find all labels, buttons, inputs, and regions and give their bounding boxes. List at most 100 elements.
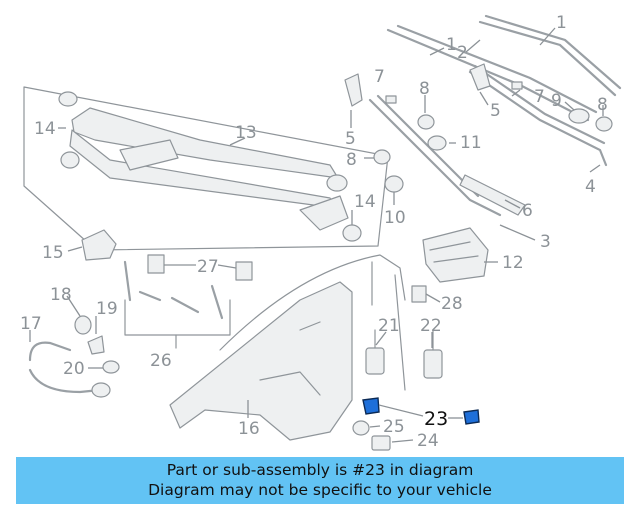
wiper-blade-right-edge: [484, 14, 622, 90]
nut-8-right: [595, 116, 613, 132]
callout-19: 19: [96, 299, 118, 319]
hose-28-branches: [371, 261, 406, 391]
washer-reservoir: [169, 281, 353, 441]
hose-segment-d: [210, 284, 224, 320]
wiper-motor-group: [422, 227, 489, 283]
nozzle-19: [87, 335, 105, 355]
hose-17-end: [91, 382, 111, 398]
callout-13: 13: [235, 123, 257, 143]
cap-20: [102, 360, 120, 374]
leader-18: [66, 295, 81, 317]
callout-9: 9: [551, 91, 562, 111]
callout-7a: 7: [374, 67, 385, 87]
clip-15: [81, 229, 117, 261]
leader-1b: [429, 47, 445, 56]
callout-17: 17: [20, 314, 42, 334]
leader-25: [369, 425, 381, 428]
callout-14a: 14: [34, 119, 56, 139]
grommet-mid-left: [60, 151, 80, 169]
wiper-blade-right: [478, 20, 617, 97]
wiper-arms-group: [344, 14, 622, 217]
wiper-blade-left-edge: [396, 24, 598, 114]
wiper-frame-bracket: [119, 139, 179, 171]
hose-17-lower: [28, 368, 102, 394]
leader-4: [589, 164, 601, 173]
disclaimer-banner: Part or sub-assembly is #23 in diagram D…: [16, 457, 624, 504]
hose-17: [28, 341, 72, 362]
jet-27-left: [147, 254, 165, 274]
callout-21: 21: [378, 316, 400, 336]
part-23-leader-left: [378, 404, 424, 417]
hose-28: [219, 254, 406, 351]
wiper-arm-plate: [459, 174, 526, 216]
callout-11: 11: [460, 133, 482, 153]
jet-27-right: [235, 261, 253, 281]
grommet-bottom-right: [342, 224, 362, 242]
callout-4: 4: [585, 177, 596, 197]
callout-28: 28: [441, 294, 463, 314]
exploded-parts-diagram: 23 1 1 2: [20, 13, 622, 451]
pump-21: [365, 347, 385, 375]
leader-21: [375, 331, 387, 346]
hose-segment-c: [170, 296, 200, 314]
leader-13: [229, 137, 246, 146]
pump-22: [423, 349, 443, 379]
callout-10: 10: [384, 208, 406, 228]
washer-pumps-group: [352, 329, 443, 451]
wiper-arm-right-edge: [473, 64, 606, 145]
leader-5b: [479, 91, 489, 106]
callout-6: 6: [522, 201, 533, 221]
sensor-24: [371, 435, 391, 451]
callout-14b: 14: [354, 192, 376, 212]
callout-27: 27: [197, 257, 219, 277]
clip-7-right: [511, 81, 523, 90]
wiper-motor: [422, 227, 489, 283]
callout-16: 16: [238, 419, 260, 439]
leader-28: [425, 293, 441, 303]
callout-3: 3: [540, 232, 551, 252]
disclaimer-line-2: Diagram may not be specific to your vehi…: [148, 481, 492, 499]
leader-15: [67, 246, 83, 252]
callout-8c: 8: [597, 95, 608, 115]
grommet-11: [427, 135, 447, 151]
callout-25: 25: [383, 417, 405, 437]
clip-7-left: [385, 95, 397, 104]
callout-15: 15: [42, 243, 64, 263]
leader-27b: [217, 264, 237, 269]
nut-8-mid: [373, 149, 391, 165]
part-23-callout: 23: [424, 408, 448, 430]
callout-12: 12: [502, 253, 524, 273]
bracket-26: [124, 299, 231, 336]
callout-5a: 5: [345, 129, 356, 149]
wiper-frame-box: [23, 86, 389, 251]
callout-5b: 5: [490, 101, 501, 121]
wiper-frame-end-bracket: [299, 195, 349, 231]
callout-18: 18: [50, 285, 72, 305]
cap-9: [568, 108, 590, 124]
callout-7b: 7: [534, 87, 545, 107]
leader-7b: [511, 89, 521, 97]
washer-hoses-group: [28, 254, 427, 398]
leader-2: [465, 39, 481, 53]
wiper-frame-group: [23, 86, 389, 251]
leader-24: [391, 439, 414, 443]
leader-1a: [539, 27, 556, 46]
wiper-arm-left-edge: [376, 94, 480, 198]
callout-24: 24: [417, 431, 439, 451]
arm-cap-5-left: [344, 73, 363, 107]
hose-segment-b: [138, 290, 162, 302]
callout-1a: 1: [556, 13, 567, 33]
part-23-grommet-left: [362, 397, 380, 415]
disclaimer-line-1: Part or sub-assembly is #23 in diagram: [166, 461, 474, 479]
callout-22: 22: [420, 316, 442, 336]
leader-3: [499, 224, 536, 241]
nut-8-left: [417, 114, 435, 130]
leader-9: [564, 101, 575, 111]
washer-reservoir-detail: [259, 321, 321, 396]
grommet-top-left: [58, 91, 78, 107]
callout-leaders: [29, 27, 604, 443]
part-23-highlight: 23: [362, 397, 480, 430]
callout-20: 20: [63, 359, 85, 379]
callout-1b: 1: [446, 35, 457, 55]
